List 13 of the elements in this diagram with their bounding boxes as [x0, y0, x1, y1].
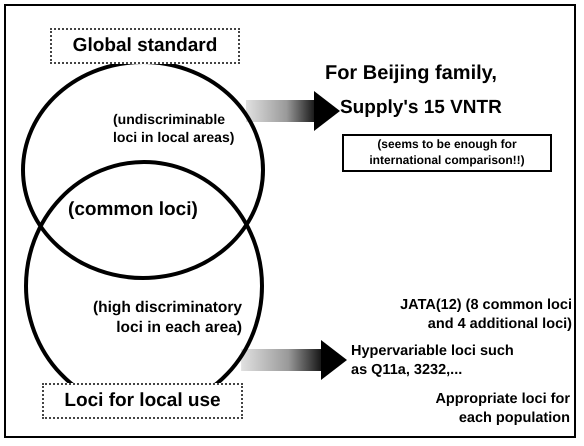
heading-box: Global standard: [50, 28, 240, 64]
heading-box: Loci for local use: [42, 383, 243, 419]
note-box: (seems to be enough for international comparison!!): [342, 134, 552, 172]
block-arrow: [241, 340, 347, 380]
region-label: (common loci): [68, 199, 198, 221]
region-text: (undiscriminable loci in local areas): [113, 110, 236, 146]
title: For Beijing family,: [325, 62, 497, 85]
result-text: Supply's 15 VNTR: [340, 96, 530, 126]
list-item: Hypervariable loci such as Q11a, 3232,...: [347, 342, 519, 382]
region-text: (high discriminatory loci in each area): [92, 298, 242, 338]
block-arrow: [246, 91, 340, 131]
list-item: Appropriate loci for each population: [418, 390, 570, 430]
list-item: JATA(12) (8 common loci and 4 additional loci): [390, 296, 572, 336]
